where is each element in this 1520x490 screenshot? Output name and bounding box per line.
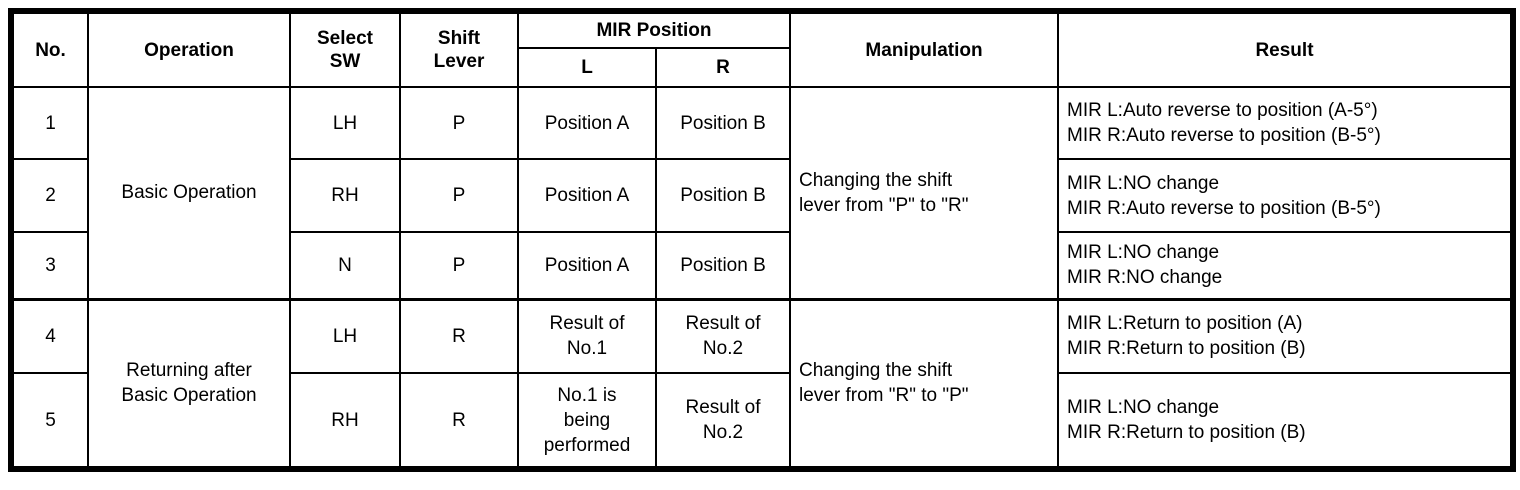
cell-select-sw-1: LH bbox=[289, 86, 401, 160]
cell-manipulation-p-to-r: Changing the shift lever from "P" to "R" bbox=[789, 86, 1059, 300]
cell-select-sw-3: N bbox=[289, 231, 401, 300]
header-operation: Operation bbox=[87, 10, 291, 88]
cell-mir-r-1: Position B bbox=[655, 86, 791, 160]
header-mir-position: MIR Position bbox=[517, 10, 791, 49]
cell-mir-r-5: Result of No.2 bbox=[655, 372, 791, 470]
cell-mir-l-3: Position A bbox=[517, 231, 657, 300]
table-row-3: 3 N P Position A Position B MIR L:NO cha… bbox=[10, 231, 1514, 300]
cell-no-1: 1 bbox=[10, 86, 89, 160]
header-shift-lever: Shift Lever bbox=[399, 10, 519, 88]
header-manipulation: Manipulation bbox=[789, 10, 1059, 88]
cell-no-5: 5 bbox=[10, 372, 89, 470]
cell-select-sw-2: RH bbox=[289, 158, 401, 233]
cell-result-1: MIR L:Auto reverse to position (A-5°) MI… bbox=[1057, 86, 1514, 160]
cell-shift-lever-4: R bbox=[399, 297, 519, 374]
table-row-5: 5 RH R No.1 is being performed Result of… bbox=[10, 372, 1514, 470]
cell-manipulation-r-to-p: Changing the shift lever from "R" to "P" bbox=[789, 297, 1059, 470]
table-row-4: 4 Returning after Basic Operation LH R R… bbox=[10, 297, 1514, 470]
header-row-sub: L R bbox=[11, 47, 1513, 88]
table-row-2: 2 RH P Position A Position B MIR L:NO ch… bbox=[10, 158, 1514, 233]
cell-no-2: 2 bbox=[10, 158, 89, 233]
cell-shift-lever-3: P bbox=[399, 231, 519, 300]
mir-position-table: No. Operation Select SW Shift Lever MIR … bbox=[8, 8, 1516, 472]
cell-mir-r-3: Position B bbox=[655, 231, 791, 300]
cell-select-sw-4: LH bbox=[289, 297, 401, 374]
header-result: Result bbox=[1057, 10, 1514, 88]
cell-shift-lever-1: P bbox=[399, 86, 519, 160]
cell-mir-l-4: Result of No.1 bbox=[517, 297, 657, 374]
cell-no-4: 4 bbox=[10, 297, 89, 374]
cell-result-4: MIR L:Return to position (A) MIR R:Retur… bbox=[1057, 297, 1514, 374]
cell-operation-basic: Basic Operation bbox=[87, 86, 291, 300]
cell-mir-l-1: Position A bbox=[517, 86, 657, 160]
header-row-top: No. Operation Select SW Shift Lever MIR … bbox=[10, 10, 1514, 88]
cell-result-5: MIR L:NO change MIR R:Return to position… bbox=[1057, 372, 1514, 470]
cell-no-3: 3 bbox=[10, 231, 89, 300]
cell-mir-l-2: Position A bbox=[517, 158, 657, 233]
cell-result-3: MIR L:NO change MIR R:NO change bbox=[1057, 231, 1514, 300]
table-row-1: 1 Basic Operation LH P Position A Positi… bbox=[10, 86, 1514, 300]
cell-result-2: MIR L:NO change MIR R:Auto reverse to po… bbox=[1057, 158, 1514, 233]
header-mir-r: R bbox=[655, 47, 791, 88]
cell-mir-r-4: Result of No.2 bbox=[655, 297, 791, 374]
cell-shift-lever-5: R bbox=[399, 372, 519, 470]
cell-mir-r-2: Position B bbox=[655, 158, 791, 233]
header-no: No. bbox=[10, 10, 89, 88]
header-mir-l: L bbox=[517, 47, 657, 88]
cell-operation-returning: Returning after Basic Operation bbox=[87, 297, 291, 470]
cell-shift-lever-2: P bbox=[399, 158, 519, 233]
cell-mir-l-5: No.1 is being performed bbox=[517, 372, 657, 470]
cell-select-sw-5: RH bbox=[289, 372, 401, 470]
header-select-sw: Select SW bbox=[289, 10, 401, 88]
